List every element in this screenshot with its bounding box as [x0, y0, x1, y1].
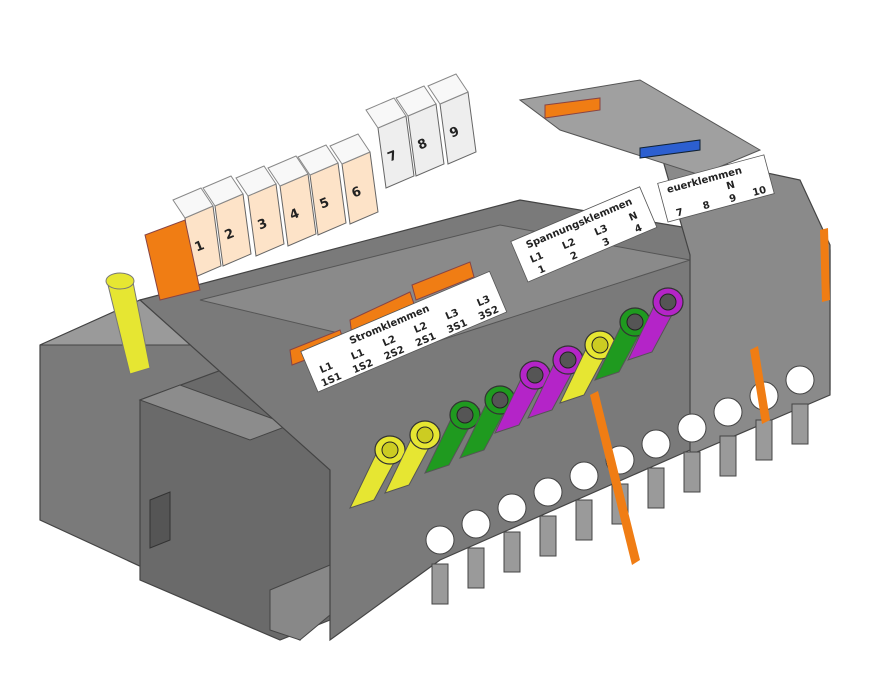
test-plug-magenta: [627, 287, 684, 361]
voltage-phase-label: N: [628, 210, 640, 223]
terminal-opening: [425, 525, 455, 605]
voltage-terminal-label: 4: [633, 223, 644, 236]
terminal-opening: [677, 413, 707, 493]
terminal-openings: [425, 365, 815, 605]
current-phase-label: L2: [381, 334, 398, 349]
terminal-opening: [497, 493, 527, 573]
test-plug-yellow: [384, 420, 441, 494]
control-terminal-label: 9: [728, 193, 738, 205]
cover-9: 9: [427, 73, 477, 165]
terminal-opening: [641, 429, 671, 509]
test-plug-yellow: [559, 330, 616, 404]
voltage-terminal-label: 3: [601, 236, 612, 249]
terminal-opening: [569, 461, 599, 541]
test-plug-magenta: [494, 360, 551, 434]
test-plug-yellow: [349, 435, 406, 509]
voltage-terminal-label: 1: [537, 264, 548, 277]
cover-8: 8: [395, 85, 445, 177]
current-phase-label: L3: [444, 307, 461, 322]
test-plug-magenta: [527, 345, 584, 419]
voltage-phase-label: L3: [593, 223, 610, 238]
current-phase-label: L1: [350, 347, 367, 362]
control-terminal-label: 7: [675, 207, 685, 219]
control-terminal-label: 8: [702, 200, 712, 212]
cover-6: 6: [329, 133, 379, 225]
control-phase-label: N: [725, 180, 736, 193]
test-plug-green: [424, 400, 481, 474]
control-terminal-label: 10: [751, 185, 767, 199]
orange-separators: [590, 228, 830, 565]
test-plug-green: [459, 385, 516, 459]
voltage-phase-label: L2: [561, 237, 578, 252]
cover-3: 3: [235, 165, 285, 257]
terminal-opening: [713, 397, 743, 477]
voltage-terminal-label: 2: [569, 250, 580, 263]
cover-7: 7: [365, 97, 415, 189]
terminal-opening: [533, 477, 563, 557]
cover-2: 2: [202, 175, 252, 267]
terminal-opening: [461, 509, 491, 589]
current-phase-label: L3: [475, 294, 492, 309]
terminal-opening: [785, 365, 815, 445]
current-phase-label: L1: [318, 361, 335, 376]
cover-5: 5: [297, 144, 347, 236]
cover-4: 4: [267, 155, 317, 247]
voltage-phase-label: L1: [529, 250, 546, 265]
current-phase-label: L2: [413, 321, 430, 336]
test-plugs: [349, 287, 684, 509]
